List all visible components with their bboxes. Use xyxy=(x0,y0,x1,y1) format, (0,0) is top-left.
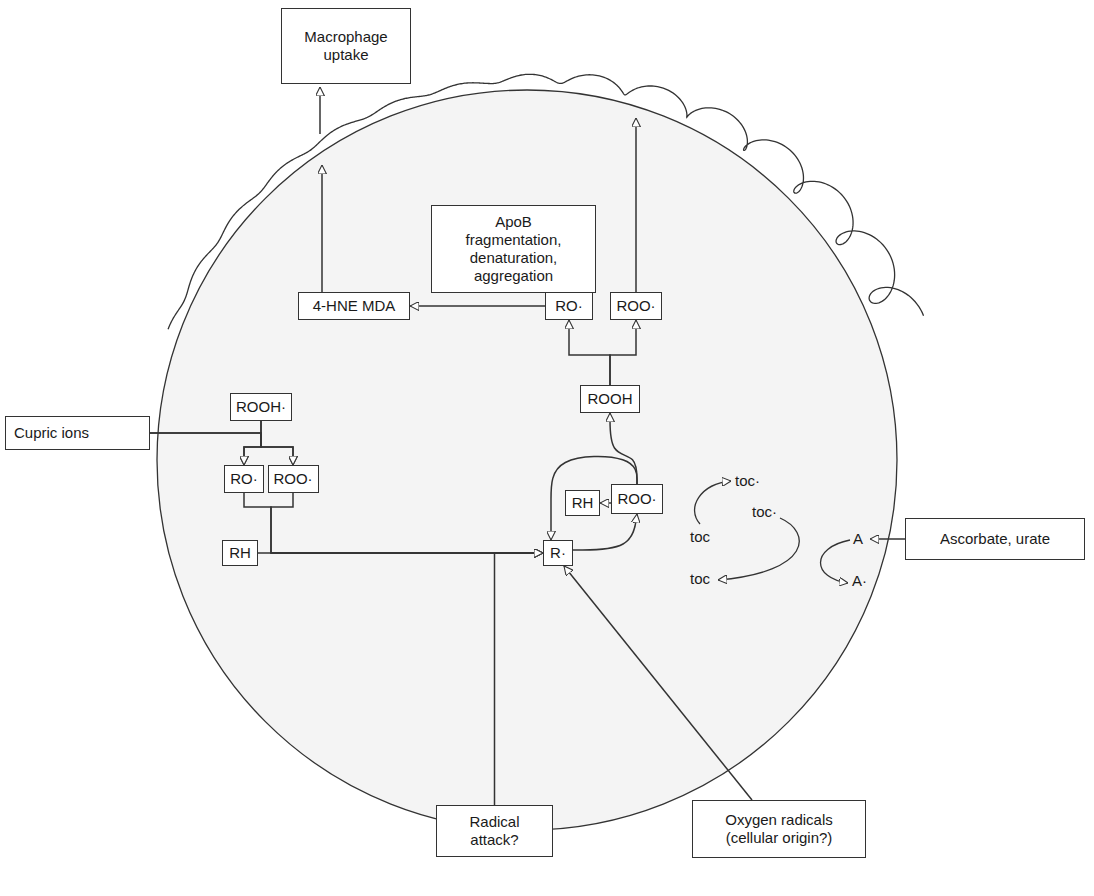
species-label: toc· xyxy=(752,503,777,521)
radical-box: RO· xyxy=(545,292,593,320)
lipid-box: RH xyxy=(222,540,258,566)
species-label: toc· xyxy=(735,472,760,490)
reaction-arrow xyxy=(573,514,637,550)
reaction-arrow xyxy=(244,421,261,465)
antioxidant-arrow xyxy=(870,538,905,540)
apob-protein xyxy=(168,74,924,329)
node-text: R· xyxy=(550,544,566,562)
node-text: ROO· xyxy=(273,470,312,488)
node-text: RO· xyxy=(230,470,258,488)
species-label: toc xyxy=(690,570,710,588)
reaction-arrow xyxy=(244,493,543,553)
node-text: Cupric ions xyxy=(14,424,89,442)
node-text: ROO· xyxy=(616,297,655,315)
product-box: 4-HNE MDA xyxy=(298,292,410,320)
ascorbate-oxidation-arrow xyxy=(821,540,851,583)
reaction-arrow xyxy=(600,502,611,504)
node-text: Radical attack? xyxy=(451,813,538,849)
node-text: Ascorbate, urate xyxy=(940,530,1050,548)
input-box: Oxygen radicals (cellular origin?) xyxy=(692,800,866,858)
node-text: ApoB fragmentation, denaturation, aggreg… xyxy=(456,213,571,285)
reaction-arrow xyxy=(495,553,544,805)
radical-box: RO· xyxy=(224,465,264,493)
node-text: RO· xyxy=(555,297,583,315)
node-text: ROOH xyxy=(588,390,633,408)
lipid-box: RH xyxy=(565,490,600,516)
node-text: 4-HNE MDA xyxy=(313,297,396,315)
species-label: A· xyxy=(852,572,867,590)
node-text: ROO· xyxy=(617,490,656,508)
node-text: Oxygen radicals (cellular origin?) xyxy=(707,811,851,847)
reaction-arrow xyxy=(261,421,293,465)
reaction-arrow xyxy=(610,413,637,484)
reaction-arrow xyxy=(569,320,610,385)
uptake-arrow xyxy=(319,87,321,134)
apob-attack-arrow xyxy=(635,118,637,292)
radical-box: ROO· xyxy=(610,292,662,320)
input-box: Cupric ions xyxy=(5,416,150,450)
species-box: ROOH· xyxy=(230,393,292,421)
node-text: ROOH· xyxy=(236,398,286,416)
outcome-box: Macrophage uptake xyxy=(281,8,411,84)
reaction-arrow xyxy=(150,433,293,465)
reaction-arrow xyxy=(564,566,752,800)
species-label: toc xyxy=(690,528,710,546)
node-text: RH xyxy=(572,494,594,512)
radical-box: ROO· xyxy=(611,484,663,514)
tocopherol-regeneration-arrow xyxy=(718,518,799,580)
apob-attack-arrow xyxy=(321,165,323,292)
reaction-arrow xyxy=(410,305,545,307)
reaction-arrow xyxy=(150,433,261,465)
node-text: Macrophage uptake xyxy=(296,28,396,64)
radical-box: R· xyxy=(543,540,573,566)
tocopherol-cycle-arrow xyxy=(695,481,731,524)
reaction-arrow xyxy=(271,493,543,553)
input-box: Radical attack? xyxy=(436,805,553,857)
species-label: A xyxy=(853,530,863,548)
node-text: RH xyxy=(229,544,251,562)
radical-box: ROO· xyxy=(268,465,319,493)
input-box: Ascorbate, urate xyxy=(905,518,1085,560)
effect-box: ApoB fragmentation, denaturation, aggreg… xyxy=(431,205,596,293)
species-box: ROOH xyxy=(580,385,640,413)
ldl-particle xyxy=(157,90,897,830)
reaction-arrow xyxy=(610,320,636,385)
